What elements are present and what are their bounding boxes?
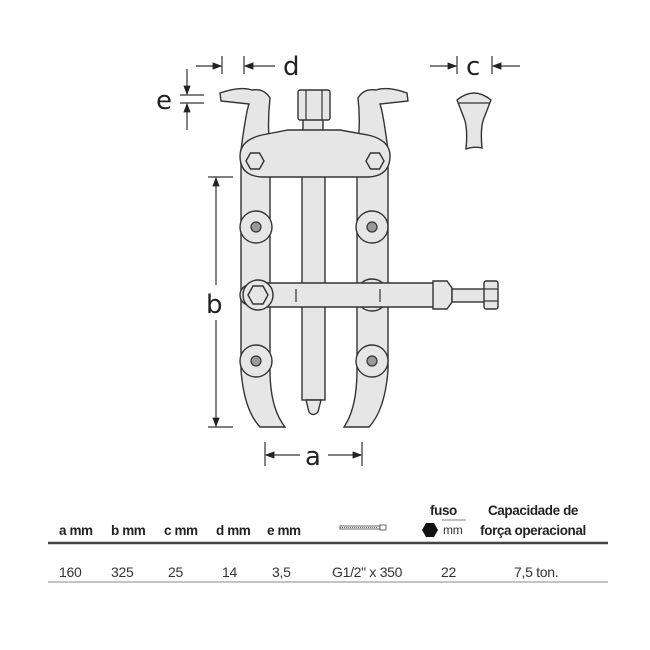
cell-a: 160	[59, 564, 82, 580]
header-fuso: fuso	[430, 503, 457, 518]
dimension-label-e: e	[156, 86, 172, 116]
dimension-a: a	[264, 442, 363, 472]
yoke	[239, 129, 391, 178]
hex-bolt	[365, 152, 385, 170]
header-capacity-line2: força operacional	[480, 523, 586, 538]
dimension-label-a: a	[305, 442, 321, 472]
cell-e: 3,5	[272, 564, 291, 580]
hex-icon	[422, 523, 438, 537]
cell-c: 25	[168, 564, 183, 580]
cell-b: 325	[111, 564, 134, 580]
header-a: a mm	[59, 523, 93, 538]
header-fuso-unit: mm	[443, 523, 463, 537]
spindle-icon	[339, 524, 387, 531]
dimension-label-c: c	[466, 52, 480, 82]
cell-capacity: 7,5 ton.	[514, 564, 558, 580]
dimension-c: c	[430, 52, 520, 82]
clamping-bar	[239, 279, 499, 311]
cell-fuso: 22	[441, 564, 456, 580]
hex-bolt	[245, 152, 265, 170]
dimension-b: b	[206, 176, 233, 428]
header-e: e mm	[267, 523, 301, 538]
pivots	[239, 210, 389, 378]
header-b: b mm	[111, 523, 146, 538]
dimension-e: e	[156, 69, 204, 130]
header-c: c mm	[164, 523, 198, 538]
cell-spindle: G1/2" x 350	[332, 564, 403, 580]
spec-table: a mm b mm c mm d mm e mm fuso mm Capacid…	[48, 503, 608, 583]
header-d: d mm	[216, 523, 251, 538]
dimension-d: d	[196, 52, 300, 82]
dimension-label-d: d	[283, 52, 300, 82]
jaw-tip-detail	[456, 92, 492, 151]
dimension-label-b: b	[206, 290, 223, 320]
cell-d: 14	[222, 564, 237, 580]
header-capacity-line1: Capacidade de	[488, 503, 579, 518]
